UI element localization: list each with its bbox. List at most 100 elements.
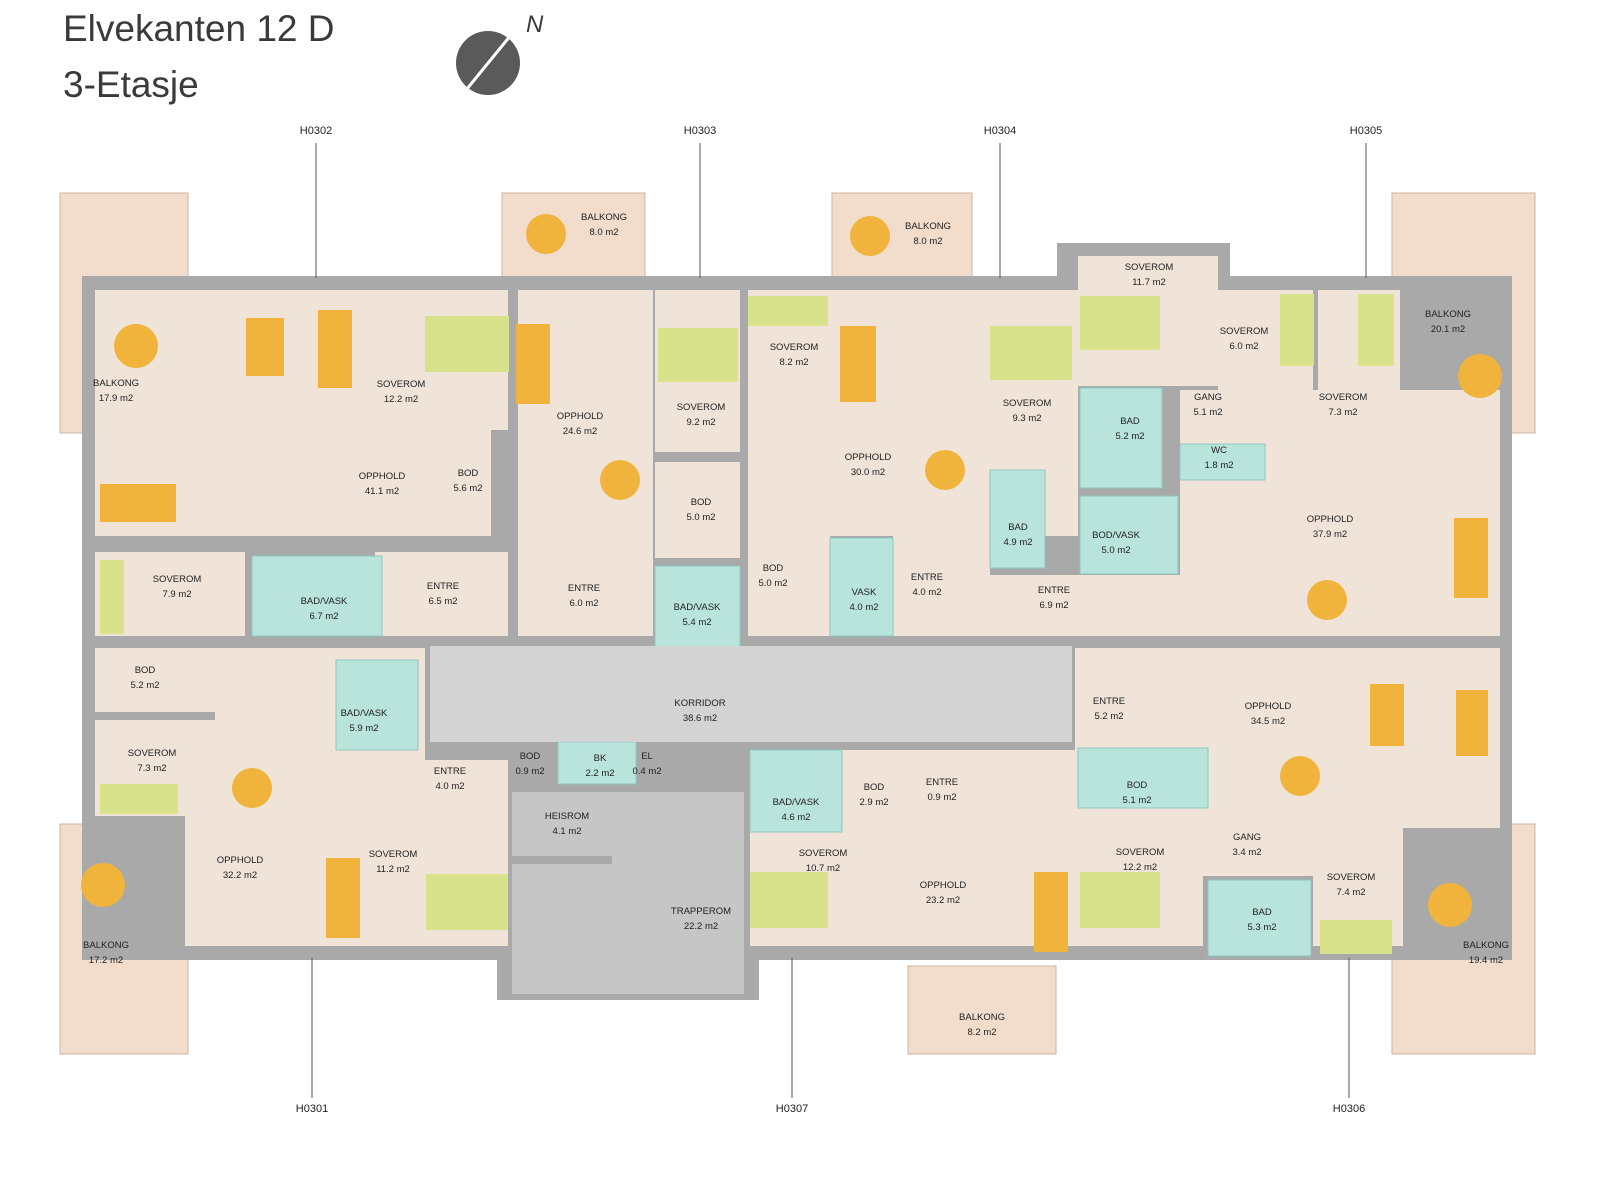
room-name: BAD/VASK xyxy=(301,596,348,607)
room-area: 0.4 m2 xyxy=(632,766,661,777)
room-name: SOVEROM xyxy=(369,849,418,860)
room-area: 30.0 m2 xyxy=(851,467,885,478)
room-label: ENTRE 4.0 m2 xyxy=(434,766,466,792)
room-name: BOD xyxy=(520,751,541,762)
room-area: 4.0 m2 xyxy=(435,781,464,792)
room-name: ENTRE xyxy=(1093,696,1125,707)
room-area: 8.2 m2 xyxy=(779,357,808,368)
room-name: BAD xyxy=(1008,522,1028,533)
room-name: SOVEROM xyxy=(1003,398,1052,409)
room-name: BALKONG xyxy=(905,221,951,232)
room-name: SOVEROM xyxy=(1125,262,1174,273)
room-name: ENTRE xyxy=(926,777,958,788)
room-area: 0.9 m2 xyxy=(515,766,544,777)
room-name: ENTRE xyxy=(434,766,466,777)
north-label: N xyxy=(526,11,544,38)
room-area: 4.9 m2 xyxy=(1003,537,1032,548)
room-area: 4.0 m2 xyxy=(849,602,878,613)
room-name: SOVEROM xyxy=(128,748,177,759)
room-area: 4.1 m2 xyxy=(552,826,581,837)
room-label: BAD 4.9 m2 xyxy=(1003,522,1032,548)
north-arrow-icon: N xyxy=(456,11,544,96)
room-area: 10.7 m2 xyxy=(806,863,840,874)
unit-label-u7: H0306 xyxy=(1333,1103,1365,1115)
room-label: ENTRE 5.2 m2 xyxy=(1093,696,1125,722)
room-area: 8.0 m2 xyxy=(589,227,618,238)
room-name: BAD xyxy=(1252,907,1272,918)
room-area: 5.4 m2 xyxy=(682,617,711,628)
room-area: 5.9 m2 xyxy=(349,723,378,734)
room-name: BAD xyxy=(1120,416,1140,427)
unit-label-u3: H0304 xyxy=(984,125,1016,137)
room-area: 17.9 m2 xyxy=(99,393,133,404)
room-area: 4.0 m2 xyxy=(912,587,941,598)
room-name: BALKONG xyxy=(83,940,129,951)
room-name: SOVEROM xyxy=(1220,326,1269,337)
room-area: 22.2 m2 xyxy=(684,921,718,932)
room-area: 5.2 m2 xyxy=(1094,711,1123,722)
room-name: BAD/VASK xyxy=(773,797,820,808)
room-area: 8.0 m2 xyxy=(913,236,942,247)
room-name: BAD/VASK xyxy=(674,602,721,613)
room-name: OPPHOLD xyxy=(845,452,892,463)
room-area: 17.2 m2 xyxy=(89,955,123,966)
room-area: 20.1 m2 xyxy=(1431,324,1465,335)
room-name: SOVEROM xyxy=(770,342,819,353)
unit-label-u4: H0305 xyxy=(1350,125,1382,137)
room-name: BK xyxy=(594,753,607,764)
room-name: OPPHOLD xyxy=(359,471,406,482)
room-name: SOVEROM xyxy=(1116,847,1165,858)
room-name: SOVEROM xyxy=(1319,392,1368,403)
room-label: BOD 5.6 m2 xyxy=(453,468,482,494)
room-area: 12.2 m2 xyxy=(384,394,418,405)
room-area: 5.6 m2 xyxy=(453,483,482,494)
room-area: 7.4 m2 xyxy=(1336,887,1365,898)
room-name: BOD xyxy=(763,563,784,574)
room-area: 11.2 m2 xyxy=(376,864,410,875)
room-name: ENTRE xyxy=(1038,585,1070,596)
floor-title: 3-Etasje xyxy=(63,64,199,105)
room-area: 11.7 m2 xyxy=(1132,277,1166,288)
room-name: BOD xyxy=(864,782,885,793)
room-name: BOD/VASK xyxy=(1092,530,1141,541)
room-area: 12.2 m2 xyxy=(1123,862,1157,873)
room-area: 7.9 m2 xyxy=(162,589,191,600)
room-name: BOD xyxy=(691,497,712,508)
room-area: 7.3 m2 xyxy=(1328,407,1357,418)
room-label: BALKONG 8.0 m2 xyxy=(905,221,951,247)
room-label: SOVEROM 11.2 m2 xyxy=(369,849,418,875)
room-area: 1.8 m2 xyxy=(1204,460,1233,471)
room-area: 9.2 m2 xyxy=(686,417,715,428)
room-area: 19.4 m2 xyxy=(1469,955,1503,966)
room-name: OPPHOLD xyxy=(217,855,264,866)
room-name: BOD xyxy=(135,665,156,676)
room-name: BOD xyxy=(458,468,479,479)
room-name: OPPHOLD xyxy=(557,411,604,422)
room-name: BOD xyxy=(1127,780,1148,791)
room-name: OPPHOLD xyxy=(1307,514,1354,525)
room-label: EL0.4 m2 xyxy=(632,751,661,777)
